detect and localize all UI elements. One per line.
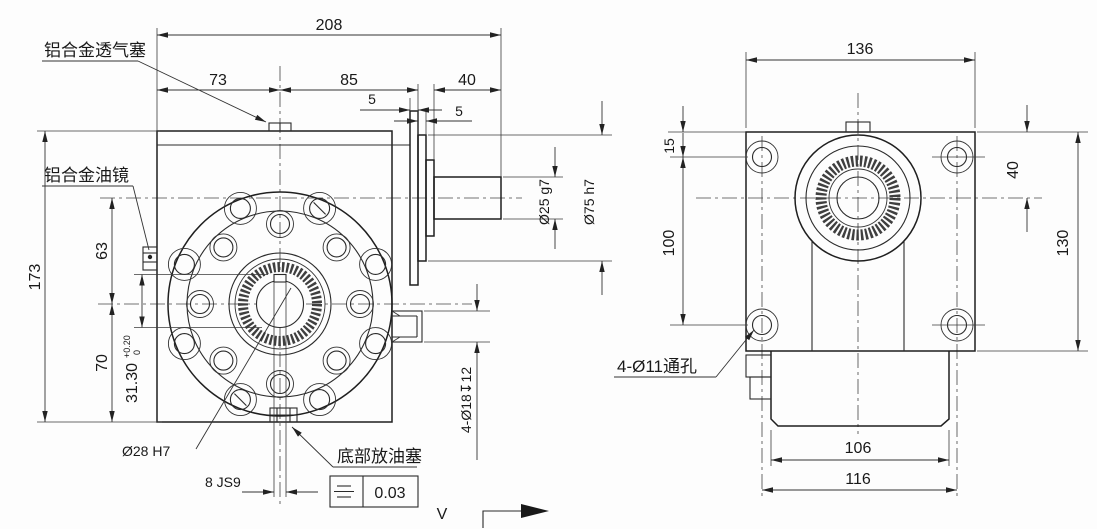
flange-face (167, 191, 393, 417)
side-body-outline (745, 121, 976, 427)
view-direction: V (437, 504, 549, 528)
label-drain-plug: 底部放油塞 (337, 447, 422, 466)
dim-edge-to-hole: 15 (661, 138, 677, 154)
side-dimension-text: 136 15 100 40 130 106 116 (661, 41, 1072, 488)
main-dimensions (37, 28, 612, 497)
label-bore-dia: Ø28 H7 (122, 443, 170, 459)
bore-leader (195, 287, 292, 450)
keyway-tol-upper: +0.20 (122, 335, 132, 358)
keyway-slot (273, 273, 287, 283)
dim-overall-width: 208 (316, 17, 343, 34)
side-leaders: 4-Ø11通孔 (614, 329, 755, 378)
bearing-hatch (238, 262, 322, 346)
screw-slot-icon (234, 393, 247, 406)
dim-overall-height: 173 (27, 264, 44, 291)
dim-shaft-dia: Ø25 g7 (536, 179, 552, 225)
dim-keyway-height: 31.30 +0.20 0 (122, 335, 142, 403)
central-bore (228, 252, 332, 356)
inner-bolt-holes (186, 210, 374, 398)
symmetry-symbol-icon (334, 485, 354, 498)
shaft-boss (794, 134, 922, 262)
label-oil-glass: 铝合金油镜 (44, 166, 129, 185)
side-vent-plug (845, 121, 871, 133)
dim-hole-pitch-horizontal: 116 (845, 471, 871, 488)
bottom-housing (745, 351, 950, 427)
main-leaders: 铝合金透气塞 铝合金油镜 底部放油塞 (42, 41, 422, 468)
label-through-holes: 4-Ø11通孔 (617, 357, 697, 376)
label-vent-plug: 铝合金透气塞 (44, 41, 146, 60)
dim-spigot-step: 5 (455, 103, 463, 119)
outer-bolt-holes (167, 191, 393, 417)
main-view: 208 73 85 40 5 5 173 63 70 31.30 +0.20 0… (27, 17, 612, 528)
output-shaft (433, 176, 502, 220)
main-housing-outline (142, 110, 502, 423)
vent-plug (268, 122, 292, 132)
dim-hole-pitch-vertical: 100 (661, 230, 678, 257)
dim-axis-offset: 63 (94, 242, 111, 260)
svg-text:31.30: 31.30 (124, 363, 141, 403)
tolerance-frame: 0.03 (329, 475, 419, 508)
dim-base-width: 106 (845, 440, 872, 457)
view-arrow-icon (521, 504, 549, 518)
dim-left-to-axis: 73 (209, 72, 227, 89)
dim-axis-to-base: 70 (94, 354, 111, 372)
dim-shaft-length: 40 (458, 72, 476, 89)
main-dimension-text: 208 73 85 40 5 5 173 63 70 31.30 +0.20 0… (27, 17, 597, 490)
bearing-hatch (815, 155, 901, 241)
dim-edge-to-axis: 40 (1005, 161, 1022, 179)
view-label: V (437, 506, 448, 523)
tolerance-value: 0.03 (374, 485, 405, 502)
label-counterbore-holes: 4-Ø18↧12 (458, 367, 474, 433)
side-dimensions (668, 52, 1088, 493)
mounting-holes (745, 140, 974, 342)
side-centerlines (696, 93, 1042, 496)
dim-side-height: 130 (1055, 230, 1072, 257)
counterbore-block (391, 310, 423, 343)
dim-side-width: 136 (847, 41, 874, 58)
dim-spigot-dia: Ø75 h7 (581, 179, 597, 225)
oil-sight-glass (142, 246, 158, 271)
keyway-tol-lower: 0 (132, 350, 142, 355)
label-keyway-width: 8 JS9 (205, 474, 241, 490)
dim-axis-to-flange: 85 (340, 72, 358, 89)
side-view: 136 15 100 40 130 106 116 4-Ø11通孔 (614, 41, 1088, 496)
dim-flange-step: 5 (368, 91, 376, 107)
screw-slot-icon (313, 202, 326, 215)
